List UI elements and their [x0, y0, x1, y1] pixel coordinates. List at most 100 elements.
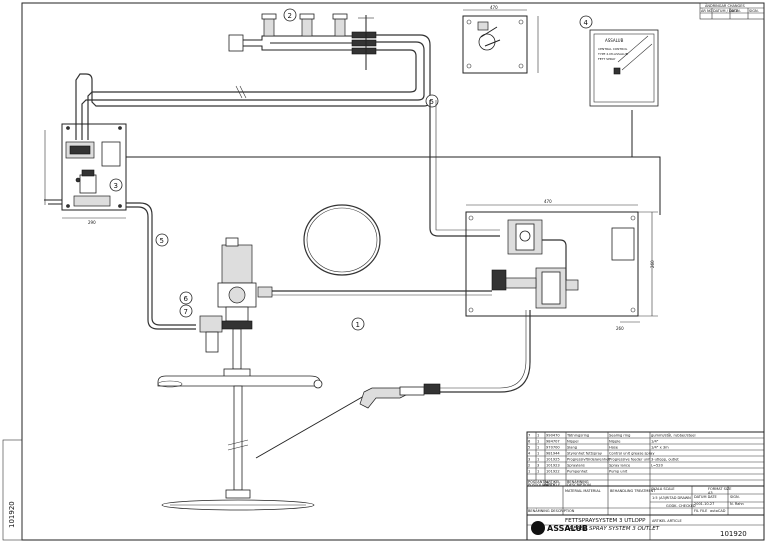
hose-panel-to-gun-b [440, 310, 527, 389]
scale-value: 1:5 (A3) [652, 496, 667, 500]
left-margin-strip [2, 439, 23, 541]
callout-1 [351, 317, 365, 331]
callout-6-label: 6 [184, 295, 189, 303]
feeder-panel [44, 123, 127, 219]
control-unit-line-1: CENTRAL CONTROL [598, 47, 628, 51]
footer-pos-label: POS. ANTAL [528, 480, 549, 484]
title-block [526, 431, 765, 541]
checked-label: GODK. CHECKED [666, 504, 696, 508]
footer-pos-label-en: POS. QUANTITY [528, 483, 556, 487]
dim-panel-width: 470 [544, 199, 552, 204]
hose-panel-to-gun [440, 310, 531, 393]
callout-7-label: 7 [184, 308, 188, 316]
parts-cell-7-note: gummi/stål, rubber/steel [651, 433, 695, 438]
changes-col-3: SIGN. [731, 9, 741, 13]
parts-cell-6-note: 1/4" [651, 440, 659, 444]
parts-cell-5-qty: 1 [537, 446, 539, 450]
callout-2-label: 2 [288, 12, 292, 20]
parts-cell-3-art: 101925 [546, 458, 560, 462]
control-unit-brand: ASSALUB [605, 38, 624, 43]
parts-cell-3-note: 3-utlopp, outlet [651, 458, 679, 462]
changes-block: ÄNDRINGAR CHANGES ÄR NO DATUM / DATE SIG… [699, 2, 765, 20]
changes-col-1: ÄR NO [701, 8, 713, 13]
hose-to-air-panel [429, 100, 500, 237]
parts-cell-6-pos: 6 [528, 440, 531, 444]
callout-2 [283, 8, 297, 22]
gun-coupling [423, 383, 441, 395]
parts-cell-7-sv: Tätningsring [566, 434, 589, 438]
callout-4-label: 4 [584, 19, 589, 27]
parts-cell-4-art: 981944 [546, 452, 560, 456]
callout-1-label: 1 [356, 321, 360, 329]
treatment-label: BEHANDLING TREATMENT [610, 489, 656, 493]
sign-label: SIGN. [730, 495, 740, 499]
changes-col-4: SIGN. [749, 9, 759, 13]
parts-cell-5-pos: 5 [528, 446, 530, 450]
footer-benamning-label: BENÄMNING [567, 479, 589, 484]
parts-cell-5-note: 1/4" x 3m [651, 446, 669, 450]
parts-cell-6-qty: 1 [537, 440, 539, 444]
callout-5-left-label: 5 [160, 237, 164, 245]
parts-cell-6-sv: Nippel [567, 440, 578, 444]
parts-cell-3-pos: 3 [528, 458, 530, 462]
footer-description-label: DESCRIPTION [567, 483, 591, 487]
hose-bundle [75, 34, 431, 140]
article-value: 101920 [720, 530, 747, 538]
control-unit [589, 29, 659, 107]
callout-7 [179, 304, 193, 318]
dim-bracket-width: 470 [490, 5, 498, 10]
margin-drawing-number: 101920 [8, 501, 16, 528]
callout-5-top-label: 5 [430, 98, 434, 106]
footer-article-label-en: ARTICLE [546, 483, 560, 487]
parts-cell-7-art: 990470 [546, 434, 560, 438]
parts-cell-1-qty: 1 [537, 470, 539, 474]
parts-cell-2-qty: 3 [537, 464, 539, 468]
callout-5-left [155, 233, 169, 247]
spray-gun [255, 386, 425, 459]
date-label: DATUM DATE [694, 495, 717, 499]
signal-line-2 [632, 156, 661, 215]
signal-line [126, 110, 633, 158]
pump-unit [157, 237, 323, 511]
parts-cell-4-en: Control unit grease spray [609, 452, 655, 456]
parts-cell-3-en: Progressive feeder unit [609, 458, 651, 462]
parts-cell-1-pos: 1 [528, 470, 530, 474]
sign-value: N. Rahn [730, 502, 744, 506]
sheet-border [21, 2, 765, 541]
bracket-plate [462, 9, 539, 74]
parts-cell-6-art: 984707 [546, 440, 560, 444]
parts-cell-7-qty: 1 [537, 434, 539, 438]
dim-left-panel-width: 290 [88, 220, 96, 225]
hose-coupling [257, 286, 273, 298]
callout-6 [179, 291, 193, 305]
parts-cell-2-sv: Spraylans [567, 464, 585, 468]
size-value: A3 [708, 491, 713, 495]
parts-cell-2-art: 101923 [546, 464, 560, 468]
benamning-description-label: BENÄMNING DESCRIPTION [528, 508, 575, 513]
svg-text:A: A [534, 524, 541, 533]
scale-label: SKALA SCALE [651, 487, 675, 491]
drawing-title-en: GREASE SPRAY SYSTEM 3 OUTLET [565, 526, 660, 532]
callout-4 [579, 15, 593, 29]
control-unit-line-3: FETT SPRAY [598, 57, 616, 61]
callout-5-top [425, 94, 439, 108]
article-label: ARTIKEL ARTICLE [652, 519, 682, 523]
parts-cell-1-sv: Pumpenhet [567, 470, 588, 474]
air-panel [465, 204, 658, 317]
control-unit-line-2: TYPE 2-NY-ASSALUB [597, 52, 628, 56]
dim-panel-height: 260 [650, 260, 655, 268]
hose-feeder-to-pump [126, 202, 196, 326]
file-value: autoCAD [710, 509, 726, 513]
parts-cell-5-en: Hose [609, 446, 619, 450]
footer-article-label: ARTIKEL [546, 480, 560, 484]
parts-cell-1-en: Pump unit [609, 470, 628, 474]
material-label: MATERIAL MATERIAL [565, 489, 601, 493]
drawn-label: RITAD DRAWN [666, 496, 691, 500]
company-name: ASSALUB [547, 524, 588, 533]
hose-feeder-to-pump-b [126, 206, 196, 330]
parts-cell-5-art: 970700 [546, 446, 560, 450]
dim-small-panel-height: 260 [616, 326, 624, 331]
drawing-title-sv: FETTSPRAYSYSTEM 3 UTLOPP [565, 518, 646, 524]
